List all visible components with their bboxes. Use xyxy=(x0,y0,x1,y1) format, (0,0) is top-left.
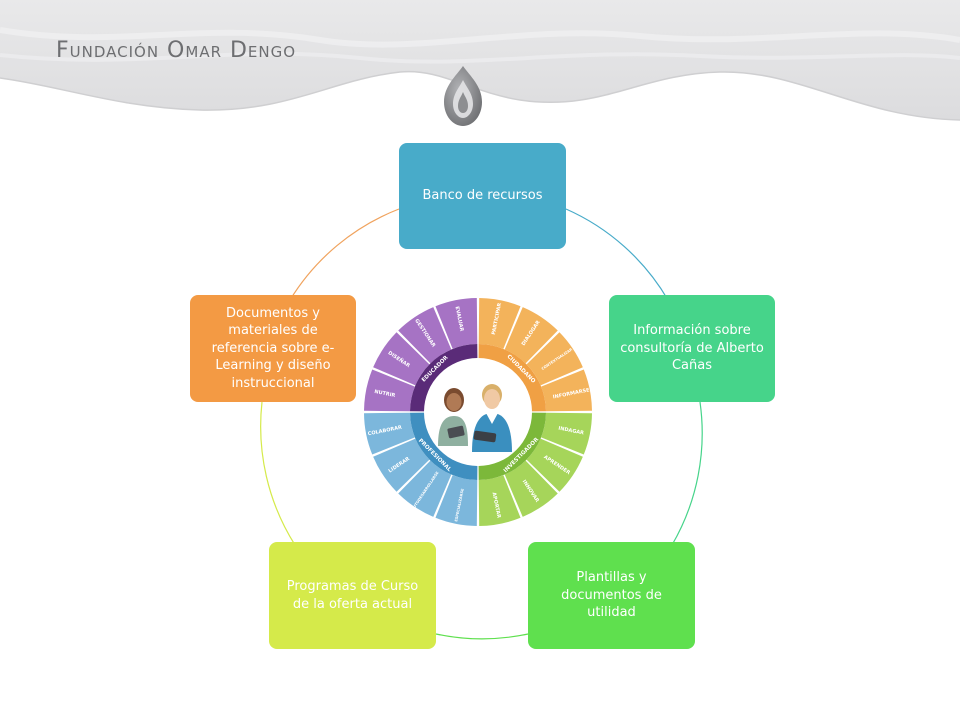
box-plantillas[interactable]: Plantillas y documentos de utilidad xyxy=(528,542,695,649)
box-banco-recursos-label: Banco de recursos xyxy=(422,188,543,204)
box-programas[interactable]: Programas de Curso de la oferta actual xyxy=(269,542,436,649)
wheel-label-nutrir: NUTRIR xyxy=(374,389,396,399)
wheel-segment-colaborar xyxy=(364,412,415,455)
wheel-ring-ciudadano xyxy=(478,344,546,412)
wheel-segment-contextualizar xyxy=(526,332,583,386)
wheel-segment-aprender xyxy=(526,438,583,492)
wheel-segment-liderar xyxy=(373,438,430,492)
box-banco-recursos[interactable]: Banco de recursos xyxy=(399,143,566,249)
wheel-label-especializarse: ESPECIALIZARSE xyxy=(454,488,465,522)
wheel-segment-dialogar xyxy=(504,307,558,364)
wheel-label-aportar: APORTAR xyxy=(491,492,502,519)
flame-drop-icon xyxy=(444,66,482,126)
wheel-segment-evaluar xyxy=(435,298,478,349)
people-illustration xyxy=(438,384,512,452)
wheel-segment-gestionar xyxy=(398,307,452,364)
wheel-segment-aportar xyxy=(478,475,521,526)
box-documentos-label: Documentos y materiales de referencia so… xyxy=(211,305,335,391)
wheel-ring-educador xyxy=(410,344,478,412)
wheel-segment-autodesarrollarse xyxy=(398,460,452,517)
header-background xyxy=(0,0,960,121)
wheel-segment-informarse xyxy=(541,369,592,412)
brand-title: Fundación Omar Dengo xyxy=(56,38,297,63)
wheel-rings xyxy=(410,344,546,480)
box-consultoria[interactable]: Información sobre consultoría de Alberto… xyxy=(609,295,775,402)
wheel-segment-especializarse xyxy=(435,475,478,526)
wheel-ring-investigador xyxy=(478,412,546,480)
wheel-label-evaluar: EVALUAR xyxy=(454,306,465,332)
wheel-segment-participar xyxy=(478,298,521,349)
wheel-segment-disenar xyxy=(373,332,430,386)
wheel-label-indagar: INDAGAR xyxy=(558,426,585,437)
wheel-segment-indagar xyxy=(541,412,592,455)
wheel-segment-nutrir xyxy=(364,369,415,412)
wheel-segments xyxy=(364,298,592,526)
wheel-segment-innovar xyxy=(504,460,558,517)
box-plantillas-label: Plantillas y documentos de utilidad xyxy=(561,570,662,621)
box-consultoria-label: Información sobre consultoría de Alberto… xyxy=(620,323,764,374)
box-programas-label: Programas de Curso de la oferta actual xyxy=(286,578,419,612)
box-documentos[interactable]: Documentos y materiales de referencia so… xyxy=(190,295,356,402)
wheel-ring-profesional xyxy=(410,412,478,480)
